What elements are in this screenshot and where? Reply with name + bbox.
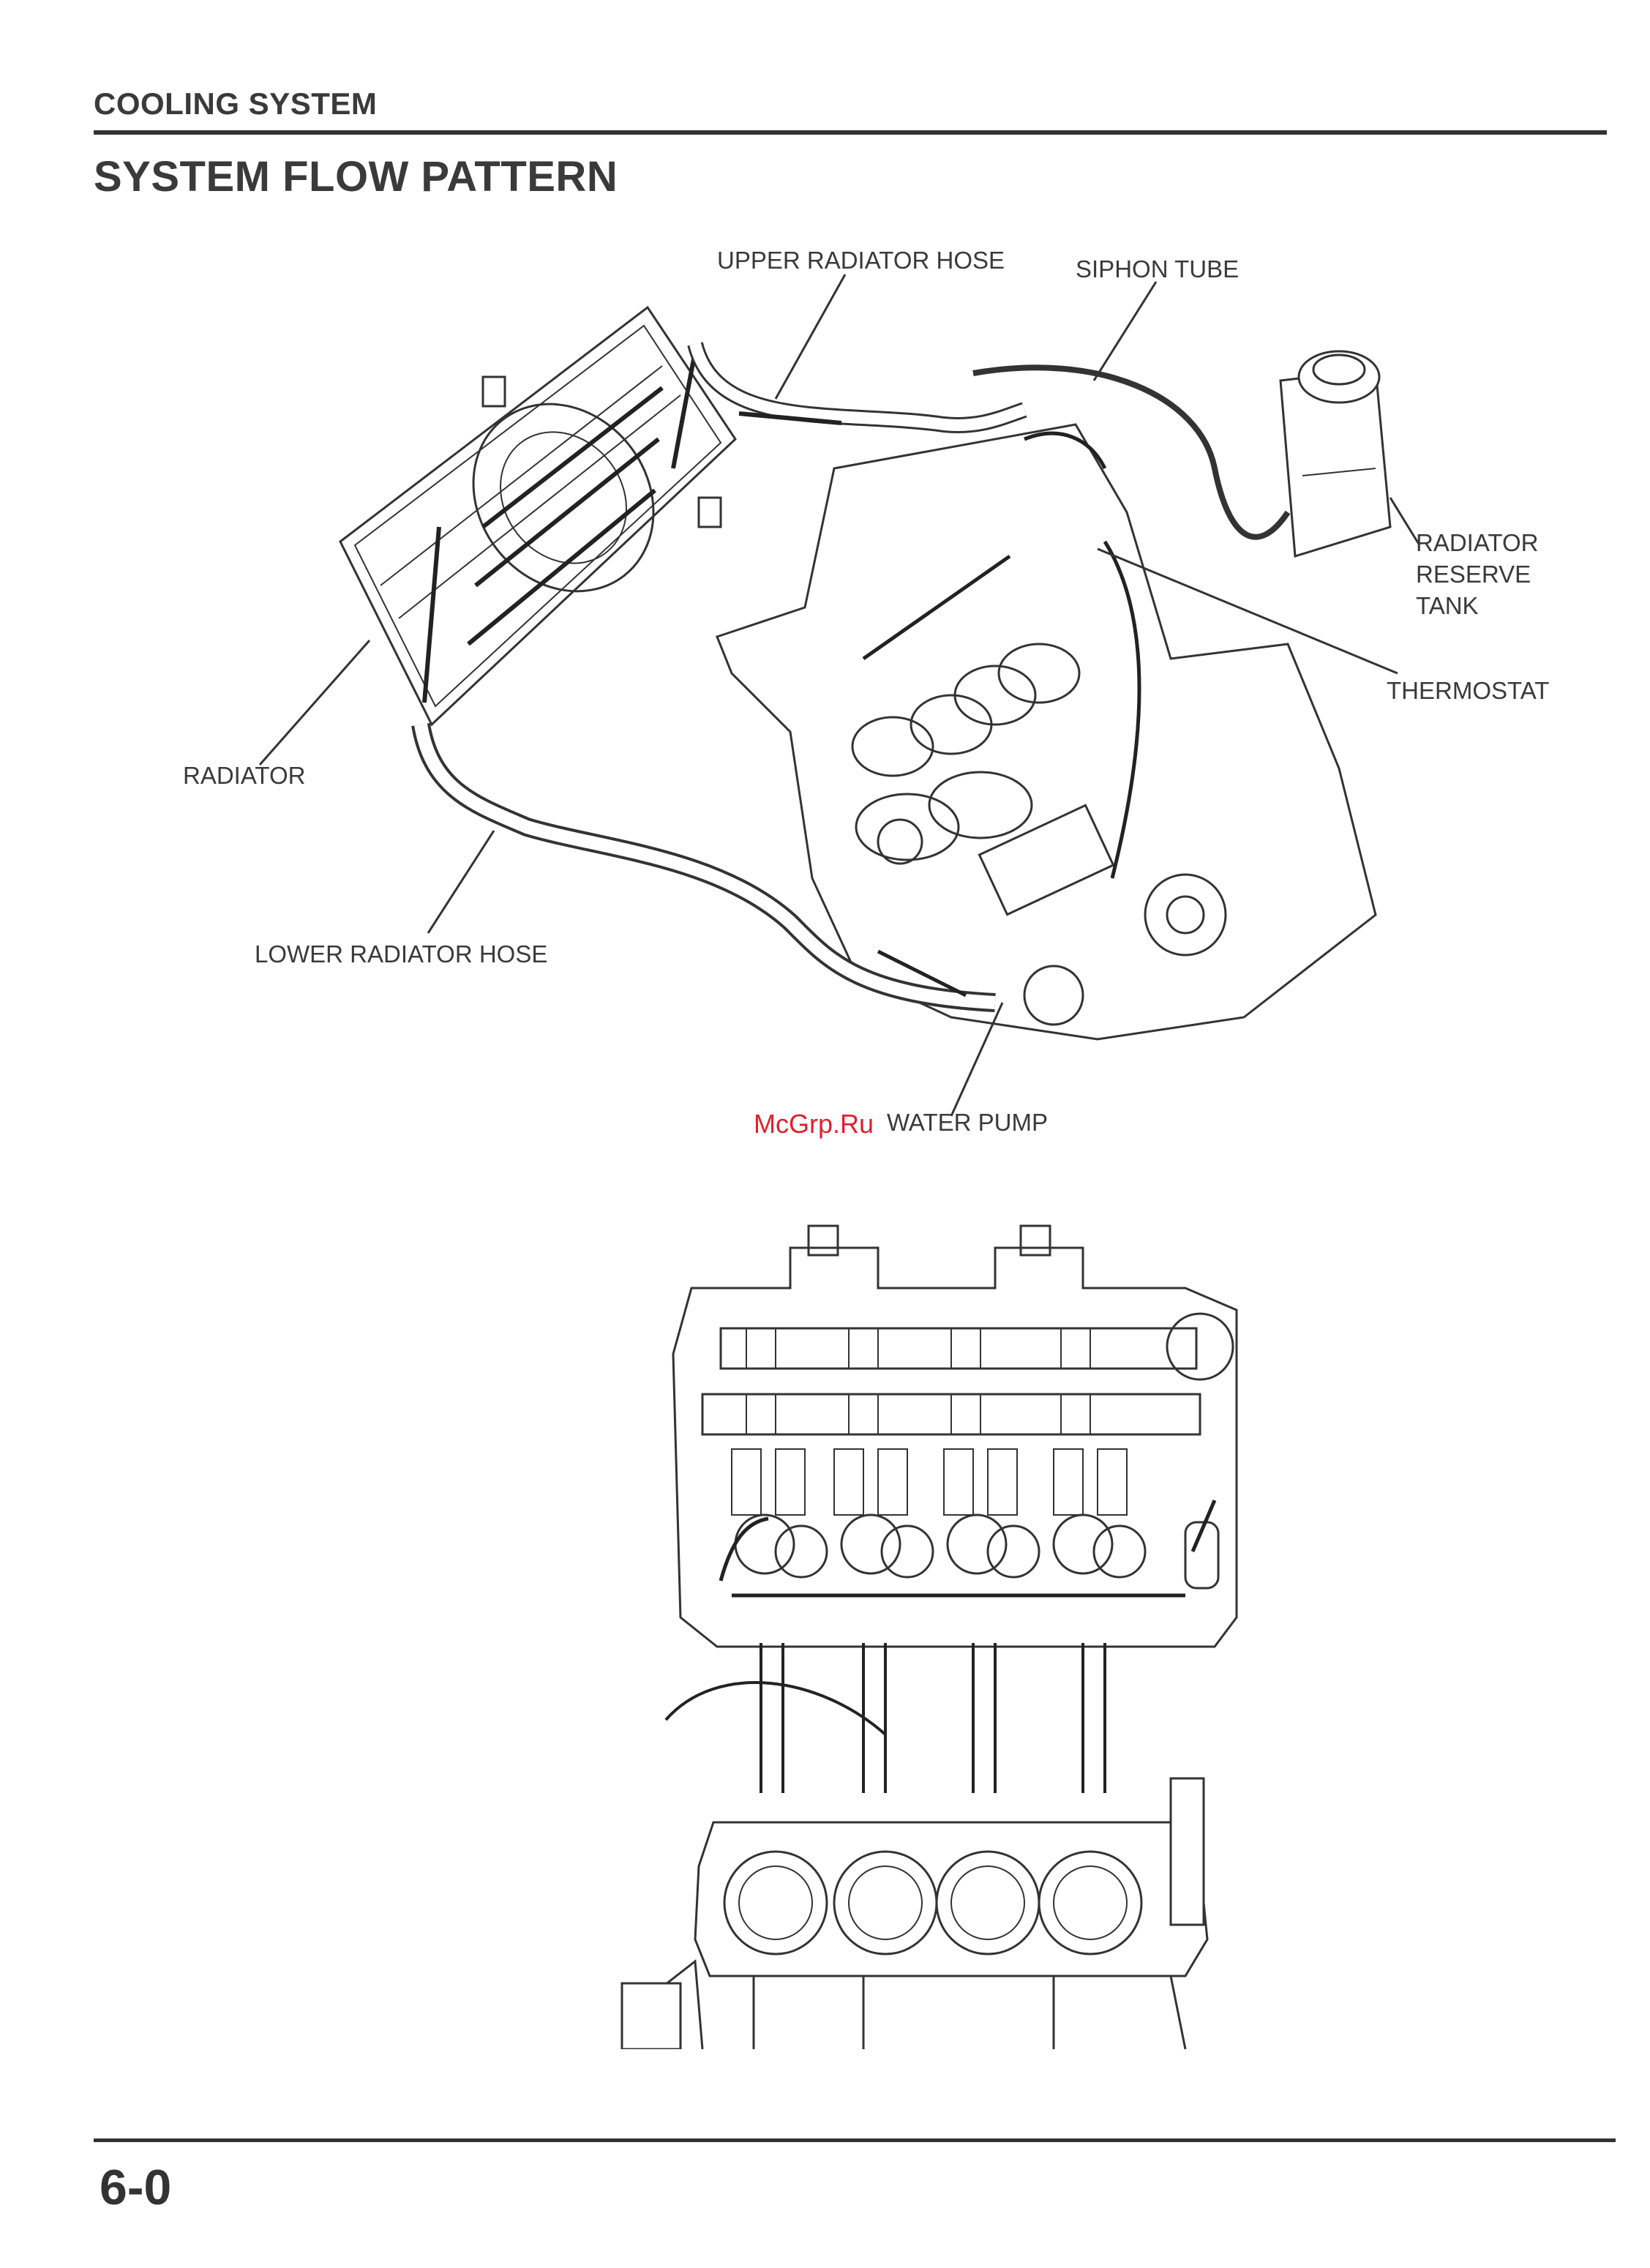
reserve-tank-line-3: TANK — [1416, 590, 1538, 621]
transfer-flow-arrows — [666, 1643, 1105, 1793]
radiator-reserve-tank-label: RADIATOR RESERVE TANK — [1416, 527, 1538, 621]
lower-radiator-hose-label: LOWER RADIATOR HOSE — [255, 938, 547, 970]
water-pump-label: WATER PUMP — [887, 1107, 1048, 1138]
siphon-tube-label: SIPHON TUBE — [1076, 253, 1239, 285]
reserve-tank-line-1: RADIATOR — [1416, 527, 1538, 558]
cylinder-head-flow-diagram — [0, 1208, 1650, 2049]
upper-radiator-hose-label: UPPER RADIATOR HOSE — [717, 244, 1005, 276]
footer-rule — [94, 2138, 1616, 2142]
watermark-text: McGrp.Ru — [754, 1109, 874, 1139]
radiator-label: RADIATOR — [183, 760, 305, 791]
cylinder-head-drawing — [673, 1226, 1237, 1647]
thermostat-label: THERMOSTAT — [1387, 675, 1549, 706]
page-number: 6-0 — [100, 2159, 171, 2216]
reserve-tank-drawing — [1280, 351, 1390, 556]
cooling-system-diagram — [0, 0, 1650, 1171]
reserve-tank-line-2: RESERVE — [1416, 558, 1538, 590]
radiator-drawing — [340, 307, 735, 725]
cylinder-block-drawing — [622, 1778, 1207, 2049]
